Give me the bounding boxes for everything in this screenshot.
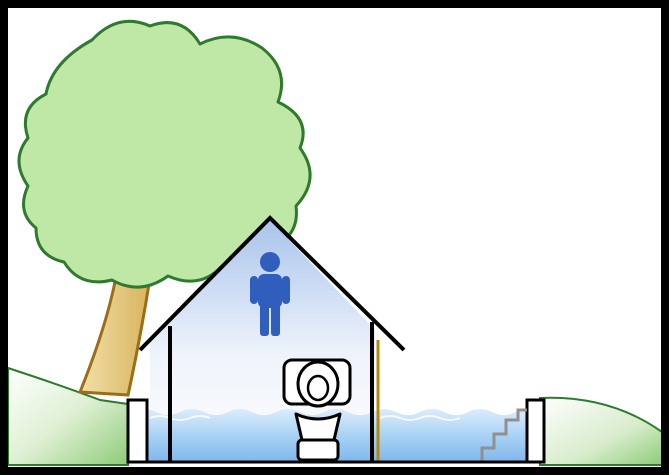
foundation-left-block: [128, 400, 147, 462]
foundation-right-block: [527, 400, 544, 462]
